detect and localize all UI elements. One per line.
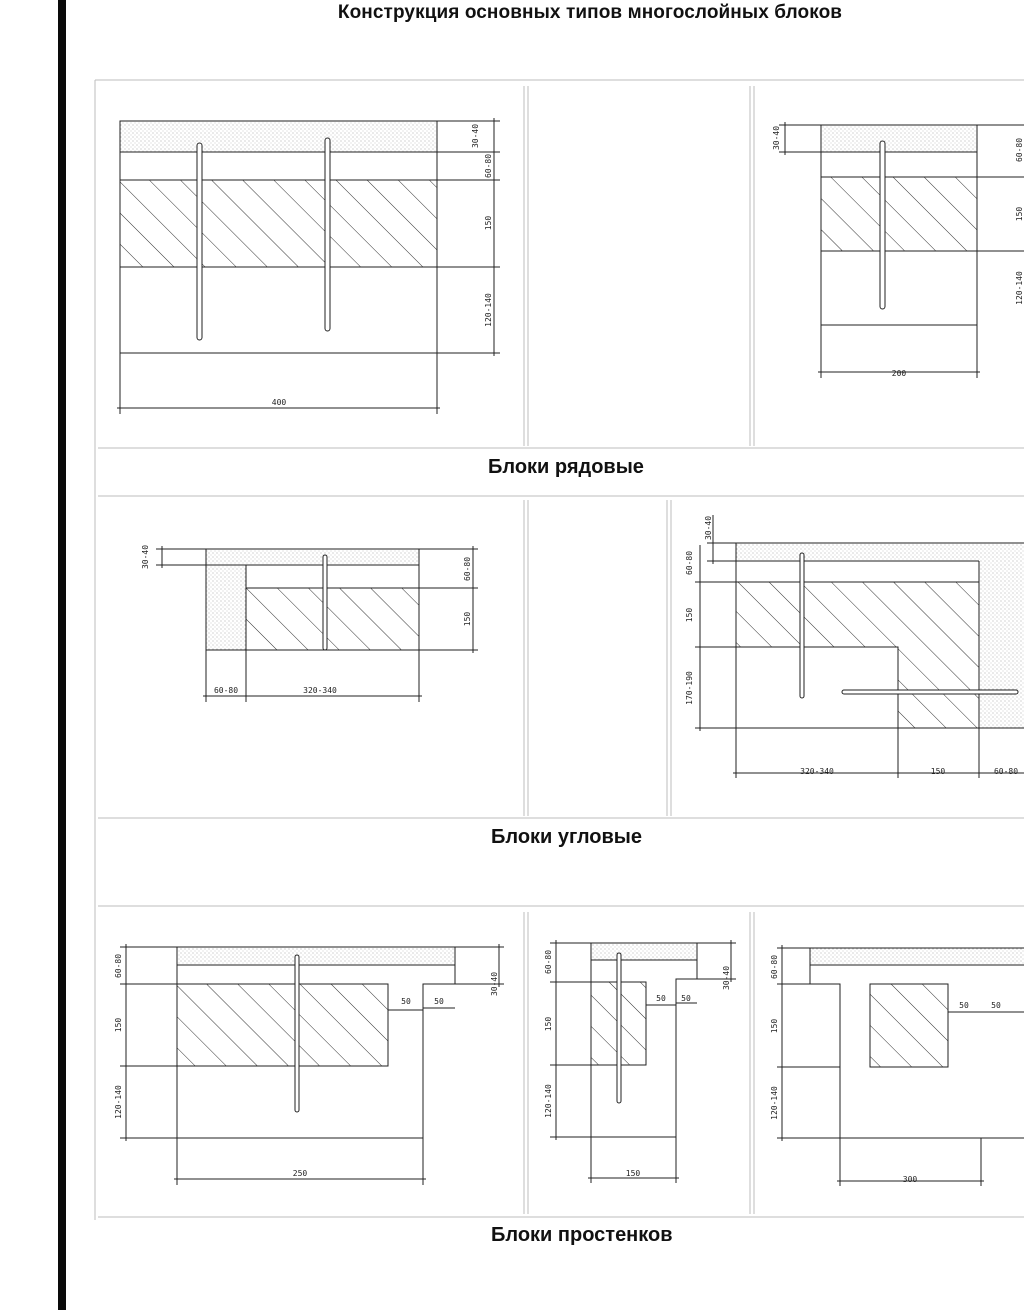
dim-pier-b-core: 150 [544,1017,553,1032]
dim-corner-b-face: 60-80 [685,551,694,575]
dim-pier-a-face: 60-80 [114,954,123,978]
dim-pier-a-width: 250 [293,1169,308,1178]
dim-row-a-top: 30-40 [471,124,480,148]
dim-corner-a-w2: 320-340 [303,686,337,695]
row-block-b [779,122,1024,378]
dim-pier-a-top: 30-40 [490,972,499,996]
dim-pier-c-s1: 50 [959,1001,969,1010]
dim-pier-b-top: 30-40 [722,966,731,990]
pier-block-c [777,945,1024,1186]
dim-corner-b-top: 30-40 [704,516,713,540]
dim-pier-c-core: 150 [770,1019,779,1034]
dim-pier-b-bottom: 120-140 [544,1084,553,1118]
dim-corner-b-core: 150 [685,608,694,623]
dim-pier-c-face: 60-80 [770,955,779,979]
dim-row-a-core: 150 [484,216,493,231]
dim-row-a-face: 60-80 [484,154,493,178]
caption-row-blocks: Блоки рядовые [488,456,644,478]
dim-row-a-width: 400 [272,398,287,407]
dim-row-b-core: 150 [1015,207,1024,222]
caption-corner-blocks: Блоки угловые [491,826,643,848]
dim-pier-a-s1: 50 [401,997,411,1006]
dim-row-a-bottom: 120-140 [484,293,493,327]
dim-pier-b-face: 60-80 [544,950,553,974]
dim-pier-b-s1: 50 [656,994,666,1003]
dim-corner-b-w1: 320-340 [800,767,834,776]
pier-block-a [120,944,504,1185]
dim-corner-a-core: 150 [463,612,472,627]
dim-pier-a-core: 150 [114,1018,123,1033]
page-title: Конструкция основных типов многослойных … [337,2,843,23]
dim-corner-a-w1: 60-80 [214,686,238,695]
binder-edge [58,0,66,1310]
corner-block-a [156,546,478,702]
dim-pier-a-s2: 50 [434,997,444,1006]
row-block-a [117,118,500,414]
dim-corner-a-face: 60-80 [463,557,472,581]
caption-pier-blocks: Блоки простенков [491,1224,673,1246]
pier-block-b [550,940,736,1183]
corner-block-b [695,515,1024,778]
dim-pier-c-bottom: 120-140 [770,1086,779,1120]
dim-pier-a-bottom: 120-140 [114,1085,123,1119]
dim-pier-c-width: 300 [903,1175,918,1184]
dim-corner-b-w2: 150 [931,767,946,776]
dim-corner-b-w3: 60-80 [994,767,1018,776]
dim-row-b-face: 60-80 [1015,138,1024,162]
dim-pier-b-s2: 50 [681,994,691,1003]
dim-pier-b-width: 150 [626,1169,641,1178]
dim-pier-c-s2: 50 [991,1001,1001,1010]
dim-corner-b-bottom: 170-190 [685,671,694,705]
dim-row-b-width: 200 [892,369,907,378]
frame-grid [94,79,1024,1220]
dim-corner-a-top: 30-40 [141,545,150,569]
dim-row-b-bottom: 120-140 [1015,271,1024,305]
dim-row-b-top: 30-40 [772,126,781,150]
